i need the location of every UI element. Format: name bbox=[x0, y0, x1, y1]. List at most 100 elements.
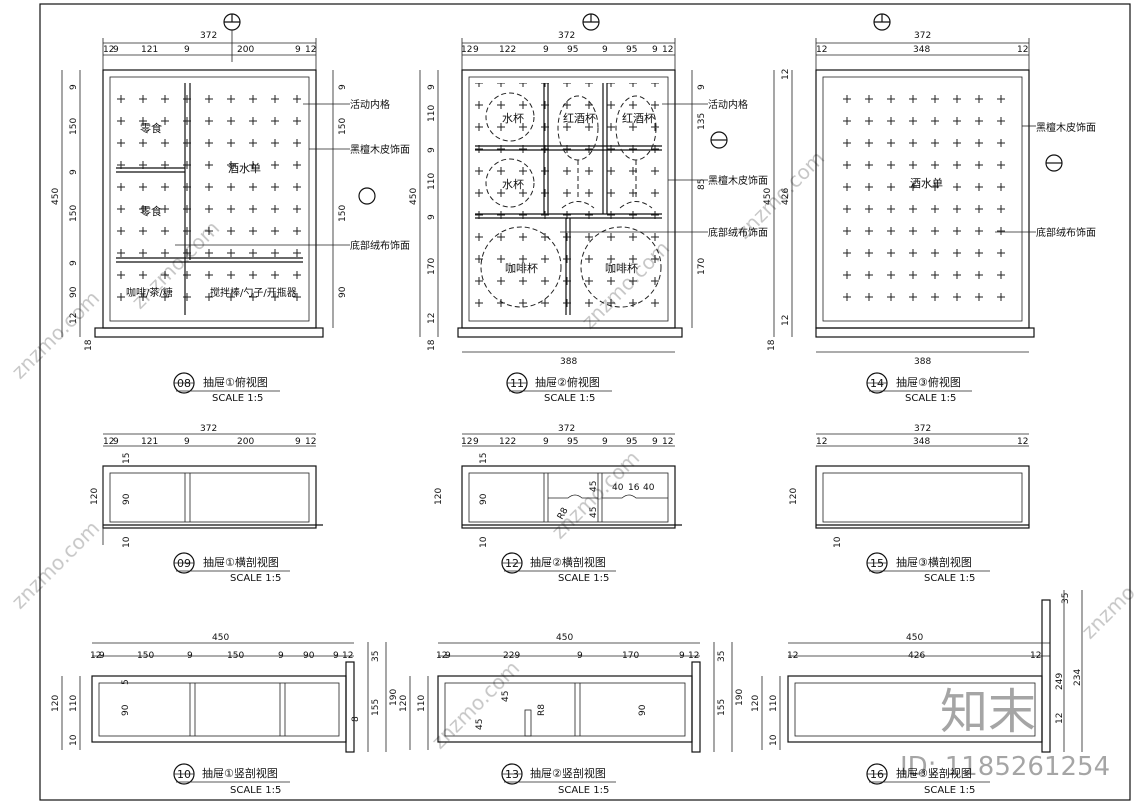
svg-text:90: 90 bbox=[338, 286, 348, 298]
svg-text:5: 5 bbox=[121, 679, 131, 685]
svg-text:45: 45 bbox=[475, 719, 485, 730]
svg-text:12: 12 bbox=[781, 69, 791, 80]
svg-text:12: 12 bbox=[305, 437, 316, 447]
svg-text:10: 10 bbox=[479, 536, 489, 548]
dim-total: 372 bbox=[200, 31, 217, 41]
label-coffee-tea-sugar: 咖啡/茶/糖 bbox=[126, 286, 173, 299]
svg-text:9: 9 bbox=[577, 651, 583, 661]
svg-text:155: 155 bbox=[717, 699, 727, 716]
svg-text:110: 110 bbox=[69, 695, 79, 712]
section-marker-icon bbox=[358, 187, 376, 205]
svg-text:12: 12 bbox=[1055, 713, 1065, 724]
svg-text:372: 372 bbox=[914, 424, 931, 434]
svg-text:110: 110 bbox=[427, 173, 437, 190]
svg-text:水杯: 水杯 bbox=[502, 177, 524, 191]
svg-text:12: 12 bbox=[436, 651, 447, 661]
svg-text:9: 9 bbox=[113, 437, 119, 447]
watermark-site: znzmo.com bbox=[7, 286, 105, 384]
svg-text:18: 18 bbox=[767, 339, 777, 351]
label-drinks-menu: 酒水单 bbox=[228, 162, 261, 175]
svg-text:45: 45 bbox=[501, 691, 511, 702]
svg-text:35: 35 bbox=[371, 651, 381, 662]
svg-text:12: 12 bbox=[1017, 437, 1028, 447]
svg-text:348: 348 bbox=[913, 437, 930, 447]
svg-text:9: 9 bbox=[184, 437, 190, 447]
svg-text:10: 10 bbox=[177, 768, 191, 781]
svg-text:110: 110 bbox=[769, 695, 779, 712]
svg-text:8: 8 bbox=[351, 716, 361, 722]
view-12-section: 372 12 9 122 9 95 9 95 9 12 120 90 15 10… bbox=[434, 424, 682, 584]
svg-text:黑檀木皮饰面: 黑檀木皮饰面 bbox=[1036, 121, 1096, 134]
view-10-vsection: 450 12 9 150 9 150 9 90 9 12 120 110 90 … bbox=[51, 633, 399, 796]
cup-outline bbox=[485, 92, 535, 142]
svg-text:12: 12 bbox=[461, 45, 472, 55]
svg-text:9: 9 bbox=[333, 651, 339, 661]
svg-text:15: 15 bbox=[870, 557, 884, 570]
drawer-inner-frame bbox=[109, 76, 310, 322]
svg-text:9: 9 bbox=[187, 651, 193, 661]
svg-text:12: 12 bbox=[1017, 45, 1028, 55]
svg-text:35: 35 bbox=[1061, 593, 1071, 604]
note-movable-grid: 活动内格 bbox=[350, 98, 390, 111]
view-scale: SCALE 1:5 bbox=[212, 393, 263, 404]
svg-text:135: 135 bbox=[697, 113, 707, 130]
svg-text:12: 12 bbox=[1030, 651, 1041, 661]
svg-text:9: 9 bbox=[278, 651, 284, 661]
svg-text:黑檀木皮饰面: 黑檀木皮饰面 bbox=[708, 174, 768, 187]
svg-text:200: 200 bbox=[237, 437, 254, 447]
svg-text:15: 15 bbox=[122, 453, 132, 464]
svg-text:znzmo.com: znzmo.com bbox=[427, 656, 525, 754]
svg-text:170: 170 bbox=[427, 258, 437, 275]
svg-text:450: 450 bbox=[763, 188, 773, 205]
svg-text:120: 120 bbox=[51, 695, 61, 712]
svg-text:12: 12 bbox=[342, 651, 353, 661]
svg-text:9: 9 bbox=[69, 169, 79, 175]
svg-text:426: 426 bbox=[908, 651, 925, 661]
velvet-fill bbox=[116, 83, 303, 315]
svg-text:45: 45 bbox=[589, 507, 599, 518]
svg-text:12: 12 bbox=[103, 45, 114, 55]
label-snack-2: 零食 bbox=[140, 204, 162, 218]
svg-text:155: 155 bbox=[371, 699, 381, 716]
svg-text:抽屉②横剖视图: 抽屉②横剖视图 bbox=[530, 555, 606, 569]
svg-text:18: 18 bbox=[427, 339, 437, 351]
svg-text:抽屉①横剖视图: 抽屉①横剖视图 bbox=[203, 555, 279, 569]
svg-text:9: 9 bbox=[338, 84, 348, 90]
svg-text:znzmo.com: znzmo.com bbox=[7, 516, 105, 614]
svg-text:12: 12 bbox=[662, 437, 673, 447]
svg-text:抽屉②俯视图: 抽屉②俯视图 bbox=[535, 375, 600, 389]
svg-text:9: 9 bbox=[184, 45, 190, 55]
svg-text:水杯: 水杯 bbox=[502, 111, 524, 125]
svg-text:9: 9 bbox=[679, 651, 685, 661]
svg-text:150: 150 bbox=[69, 118, 79, 135]
view-14-plan: 372 12 348 12 450 12 426 12 18 388 酒水单 黑… bbox=[763, 13, 1096, 404]
svg-text:底部绒布饰面: 底部绒布饰面 bbox=[1036, 226, 1096, 239]
view-13-vsection: 450 12 9 229 9 170 9 12 120 110 45 45 R8… bbox=[399, 633, 745, 796]
svg-text:R8: R8 bbox=[537, 704, 547, 716]
svg-text:150: 150 bbox=[338, 205, 348, 222]
svg-text:150: 150 bbox=[227, 651, 244, 661]
svg-text:12: 12 bbox=[305, 45, 316, 55]
svg-text:90: 90 bbox=[121, 704, 131, 716]
svg-text:SCALE 1:5: SCALE 1:5 bbox=[924, 573, 975, 584]
svg-text:活动内格: 活动内格 bbox=[708, 98, 748, 111]
brand-watermark: 知末 ID: 1185261254 bbox=[900, 684, 1110, 782]
svg-text:45: 45 bbox=[589, 481, 599, 492]
svg-text:SCALE 1:5: SCALE 1:5 bbox=[230, 785, 281, 796]
label-stirrer-spoon-opener: 搅拌棒/勺子/开瓶器 bbox=[210, 286, 297, 299]
svg-text:SCALE 1:5: SCALE 1:5 bbox=[230, 573, 281, 584]
view-16-vsection: 450 12 426 12 120 110 10 35 234 249 12 1… bbox=[751, 590, 1083, 796]
svg-text:121: 121 bbox=[141, 45, 158, 55]
svg-text:372: 372 bbox=[558, 424, 575, 434]
svg-text:9: 9 bbox=[652, 437, 658, 447]
svg-text:18: 18 bbox=[84, 339, 94, 351]
svg-text:抽屉②竖剖视图: 抽屉②竖剖视图 bbox=[530, 766, 606, 780]
svg-text:12: 12 bbox=[427, 313, 437, 324]
svg-text:12: 12 bbox=[688, 651, 699, 661]
svg-text:9: 9 bbox=[602, 437, 608, 447]
view-08-plan: 372 12 9 121 9 200 9 12 450 9 150 9 150 … bbox=[51, 13, 410, 404]
svg-text:9: 9 bbox=[295, 45, 301, 55]
svg-text:190: 190 bbox=[735, 689, 745, 706]
svg-text:95: 95 bbox=[626, 437, 637, 447]
svg-text:14: 14 bbox=[870, 377, 884, 390]
